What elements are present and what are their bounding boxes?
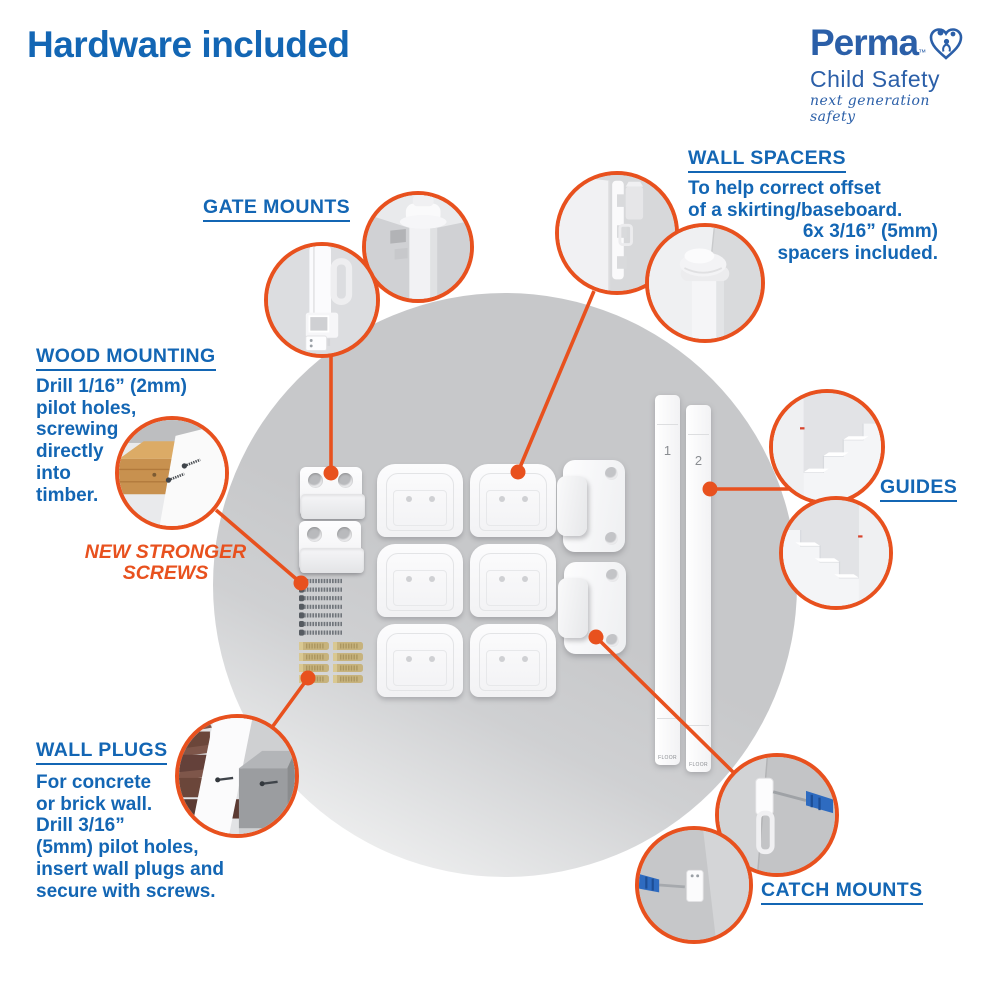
guide-strip-floor-label: FLOOR <box>689 762 708 768</box>
wood-mounting-text-block: WOOD MOUNTING Drill 1/16” (2mm) pilot ho… <box>36 345 216 506</box>
gate-mount-photo-latch <box>264 242 380 358</box>
wood-mounting-line: pilot holes, <box>36 397 137 419</box>
wood-mounting-line: timber. <box>36 484 99 506</box>
wood-mounting-line: into <box>36 462 71 484</box>
guides-label: GUIDES <box>880 476 958 502</box>
wall-spacer-plate <box>470 624 556 697</box>
screw-hole <box>307 527 322 542</box>
wood-mounting-label: WOOD MOUNTING <box>36 345 216 371</box>
gate-mount-photo-top <box>362 191 474 303</box>
screw-hole <box>606 634 619 647</box>
catch-handle <box>558 578 588 638</box>
wood-mounting-line: Drill 1/16” (2mm) <box>36 376 187 397</box>
wall-plugs-line: insert wall plugs and <box>36 858 224 880</box>
wall-spacer-plate <box>377 624 463 697</box>
logo-brand-text: Perma <box>810 22 919 63</box>
wall-plugs-line: (5mm) pilot holes, <box>36 837 199 859</box>
wall-spacers-line: spacers included. <box>777 243 938 265</box>
bracket-lip <box>300 548 364 573</box>
catch-mount-photo-lower <box>635 826 753 944</box>
catch-mount-part-2 <box>558 562 626 654</box>
gate-mount-bracket-2 <box>299 521 364 573</box>
screw-hole <box>308 473 323 488</box>
logo-trademark: ™ <box>918 48 927 57</box>
wall-spacers-line: of a skirting/baseboard. <box>688 199 903 221</box>
gate-mounts-label: GATE MOUNTS <box>203 196 351 222</box>
wall-plugs-line: Drill 3/16” <box>36 815 125 837</box>
wall-spacers-line: To help correct offset <box>688 178 881 199</box>
brand-logo: Perma ™ Child Safety next generation saf… <box>810 22 975 125</box>
wall-plugs-text-block: WALL PLUGS For concrete or brick wall. D… <box>36 739 256 902</box>
wall-plugs-line: or brick wall. <box>36 793 153 815</box>
wall-spacers-line: 6x 3/16” (5mm) <box>802 221 938 243</box>
guide-strip-floor-label: FLOOR <box>658 755 677 761</box>
guide-strip-2: 2 FLOOR <box>686 405 711 772</box>
wall-spacer-photo-knob <box>645 223 765 343</box>
logo-subtitle: Child Safety <box>810 66 941 92</box>
gate-mount-bracket-1 <box>300 467 365 519</box>
wall-spacer-plate <box>377 464 463 537</box>
wall-plugs-photo <box>175 714 299 838</box>
guide-strip-number: 1 <box>663 443 672 458</box>
screw-hole <box>338 473 353 488</box>
catch-mount-part-1 <box>557 460 625 552</box>
wall-plugs-line: For concrete <box>36 772 152 793</box>
wall-spacer-plate <box>470 464 556 537</box>
guides-photo-lower <box>779 496 893 610</box>
logo-tagline: next generation safety <box>810 93 930 125</box>
wood-mounting-line: directly <box>36 441 104 463</box>
wall-spacer-plate <box>377 544 463 617</box>
new-stronger-screws-line: NEW STRONGER <box>84 541 247 563</box>
catch-handle <box>557 476 587 536</box>
wall-spacers-text-block: WALL SPACERS To help correct offset of a… <box>688 147 938 265</box>
wall-spacers-label: WALL SPACERS <box>688 147 846 173</box>
new-stronger-screws-note: NEW STRONGER SCREWS <box>73 542 258 583</box>
bracket-lip <box>301 494 365 519</box>
screw-hole <box>605 532 618 545</box>
screw-hole <box>605 467 618 480</box>
screw-set <box>298 577 346 642</box>
page-title: Hardware included <box>27 24 350 65</box>
wall-plugs-line: secure with screws. <box>36 880 216 902</box>
wall-spacer-plate <box>470 544 556 617</box>
wood-mounting-photo <box>115 416 229 530</box>
logo-heart-icon <box>928 26 964 67</box>
screw-hole <box>337 527 352 542</box>
new-stronger-screws-line: SCREWS <box>122 561 209 584</box>
wall-plug-set <box>299 641 365 690</box>
wall-plugs-label: WALL PLUGS <box>36 739 168 765</box>
guide-strip-number: 2 <box>694 453 703 468</box>
wood-mounting-line: screwing <box>36 419 119 441</box>
screw-hole <box>606 569 619 582</box>
guide-strip-1: 1 FLOOR <box>655 395 680 765</box>
guides-photo-upper <box>769 389 885 505</box>
catch-mounts-label: CATCH MOUNTS <box>761 879 923 905</box>
